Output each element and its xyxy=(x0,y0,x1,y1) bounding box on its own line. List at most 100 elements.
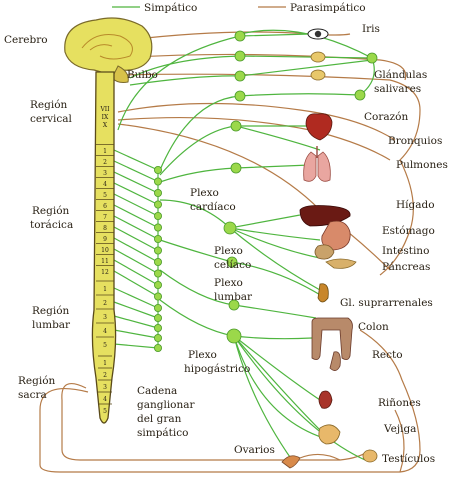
head-ganglia xyxy=(223,30,378,344)
chain-ganglion xyxy=(153,313,162,322)
vertebra-label-sacral-1: 1 xyxy=(103,360,107,367)
label-lumbar-1: Región xyxy=(32,305,70,317)
label-chain-1: Cadena xyxy=(137,385,177,397)
spinal-nerve xyxy=(113,343,159,349)
vertebra-label-thoracic-12: 12 xyxy=(101,269,109,276)
spinal-nerve xyxy=(113,301,159,319)
label-chain-2: ganglionar xyxy=(137,399,196,411)
vertebra-label-thoracic-8: 8 xyxy=(103,225,107,232)
vertebra-label-sacral-4: 4 xyxy=(103,396,107,403)
vertebra-label-cervical-1: VII xyxy=(99,106,110,113)
chain-ganglion xyxy=(153,333,162,342)
bladder-icon xyxy=(318,424,341,445)
testicles-icon xyxy=(362,449,378,463)
spinal-nerve xyxy=(113,193,159,217)
vertebra-label-lumbar-1: 1 xyxy=(103,286,107,293)
intestine-icon xyxy=(314,244,335,260)
ganglion-lumbar xyxy=(228,299,240,311)
ganglion-salivary-4 xyxy=(354,89,366,101)
spinal-nerve xyxy=(113,287,159,309)
eye-icon xyxy=(307,28,329,40)
spinal-nerve xyxy=(113,204,159,229)
label-sacral-1: Región xyxy=(18,375,56,387)
ganglion-lungs xyxy=(230,162,242,174)
label-chain-4: simpático xyxy=(137,427,188,439)
spinal-nerve xyxy=(113,149,159,171)
label-cervical-2: cervical xyxy=(30,113,73,125)
ganglion-salivary-2 xyxy=(234,70,246,82)
spinal-nerve xyxy=(113,248,159,275)
label-lumbar-2: lumbar xyxy=(32,319,71,331)
vertebra-label-lumbar-3: 3 xyxy=(103,314,107,321)
chain-ganglion xyxy=(153,257,162,266)
label-sacral-2: sacra xyxy=(18,389,47,401)
spinal-nerves xyxy=(113,149,159,349)
label-cervical-1: Región xyxy=(30,99,68,111)
label-cardiac-2: cardíaco xyxy=(190,201,236,213)
ganglion-salivary-3 xyxy=(366,52,378,64)
label-celiac-1: Plexo xyxy=(214,245,243,257)
label-bronchi: Bronquios xyxy=(388,135,442,147)
sympathetic-chain xyxy=(153,165,162,352)
vertebra-label-sacral-3: 3 xyxy=(103,384,107,391)
label-thoracic-2: torácica xyxy=(30,219,73,231)
label-lumbar-plexus-2: lumbar xyxy=(214,291,253,303)
ganglion-cervical xyxy=(234,90,246,102)
region-labels: Cerebro Bulbo Región cervical Región tor… xyxy=(4,34,158,401)
vertebra-label-thoracic-1: 1 xyxy=(103,148,107,155)
label-brain: Cerebro xyxy=(4,34,48,46)
vertebra-label-thoracic-3: 3 xyxy=(103,170,107,177)
vertebra-label-thoracic-11: 11 xyxy=(101,258,109,265)
colon-icon xyxy=(311,317,353,360)
salivary-gland-icon xyxy=(310,51,326,81)
label-hypogastric-1: Plexo xyxy=(188,349,217,361)
label-intestine: Intestino xyxy=(382,245,429,257)
parasympathetic-nerves xyxy=(39,31,421,473)
vertebra-label-thoracic-10: 10 xyxy=(101,247,109,254)
ganglion-hypogastric xyxy=(226,328,242,344)
label-chain-3: del gran xyxy=(137,413,182,425)
vertebra-label-sacral-2: 2 xyxy=(103,372,107,379)
spinal-nerve xyxy=(113,315,159,329)
lungs-icon xyxy=(303,146,331,182)
label-liver: Hígado xyxy=(396,199,435,211)
spinal-nerve xyxy=(113,270,159,298)
spinal-nerve xyxy=(113,226,159,252)
ganglion-salivary-1 xyxy=(234,50,246,62)
chain-ganglion xyxy=(153,323,162,332)
spinal-nerve xyxy=(113,182,159,206)
vertebra-label-thoracic-9: 9 xyxy=(103,236,107,243)
ganglion-heart xyxy=(230,120,242,132)
label-salivary-1: Glándulas xyxy=(374,69,427,81)
chain-ganglion xyxy=(153,292,162,301)
label-hypogastric-2: hipogástrico xyxy=(184,363,250,375)
chain-ganglion xyxy=(153,177,162,186)
legend-sympathetic: Simpático xyxy=(144,2,197,14)
label-heart: Corazón xyxy=(364,111,408,123)
label-stomach: Estómago xyxy=(382,225,435,237)
chain-ganglion xyxy=(153,211,162,220)
label-lungs: Pulmones xyxy=(396,159,448,171)
adrenal-icon xyxy=(317,283,329,303)
label-cardiac-1: Plexo xyxy=(190,187,219,199)
chain-ganglion xyxy=(153,200,162,209)
legend-parasympathetic: Parasimpático xyxy=(290,2,366,14)
legend: Simpático Parasimpático xyxy=(112,2,366,14)
organ-labels: Iris Glándulas salivares Corazón Bronqui… xyxy=(234,23,448,465)
ganglion-mesenteric xyxy=(226,256,238,268)
spinal-nerve xyxy=(113,215,159,240)
vertebra-label-lumbar-2: 2 xyxy=(103,300,107,307)
spinal-cord xyxy=(91,71,117,424)
spinal-nerve xyxy=(113,329,159,339)
vertebra-label-cervical-2: IX xyxy=(102,114,109,121)
label-colon: Colon xyxy=(358,321,389,333)
label-iris: Iris xyxy=(362,23,380,35)
chain-ganglion xyxy=(153,269,162,278)
chain-ganglion xyxy=(153,246,162,255)
label-testicles: Testículos xyxy=(382,453,435,465)
chain-ganglion xyxy=(153,280,162,289)
ganglion-iris xyxy=(234,30,246,42)
label-bulb: Bulbo xyxy=(127,69,158,81)
